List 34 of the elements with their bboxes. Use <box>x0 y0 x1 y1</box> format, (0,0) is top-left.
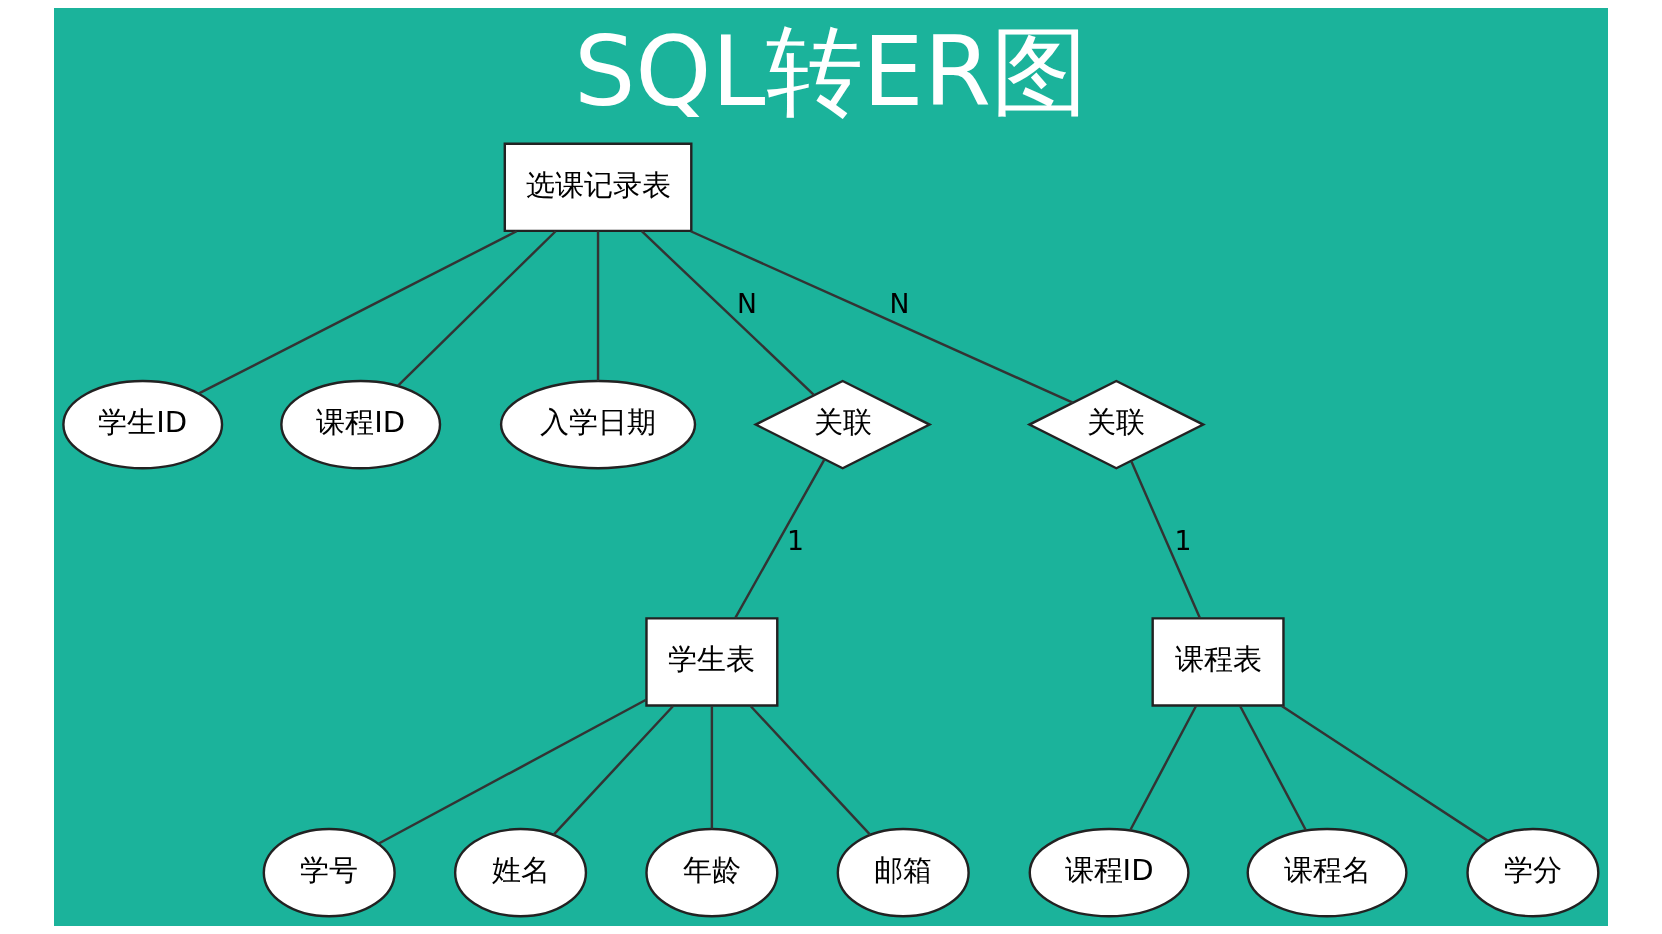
connector <box>640 230 815 396</box>
node-diamond: 关联 <box>1026 379 1206 470</box>
node-ellipse: 课程名 <box>1246 827 1408 918</box>
node-ellipse: 课程ID <box>280 379 442 470</box>
connector <box>690 230 1074 404</box>
node-box: 学生表 <box>645 617 779 707</box>
node-ellipse: 姓名 <box>453 827 588 918</box>
node-ellipse: 入学日期 <box>499 379 697 470</box>
connector <box>749 705 872 836</box>
node-box: 选课记录表 <box>503 142 693 233</box>
connector <box>1129 705 1198 831</box>
node-ellipse: 年龄 <box>645 827 779 918</box>
edge-label: 1 <box>1174 525 1192 557</box>
edge-label: N <box>737 287 757 319</box>
connector <box>734 458 826 619</box>
node-ellipse: 课程ID <box>1028 827 1190 918</box>
connector <box>397 230 557 387</box>
connector <box>377 698 647 845</box>
diagram-title: SQL转ER图 <box>573 14 1089 128</box>
node-ellipse: 学生ID <box>62 379 224 470</box>
node-box: 课程表 <box>1151 617 1285 707</box>
connector <box>198 230 518 395</box>
edge-label: 1 <box>786 525 804 557</box>
connector <box>596 231 600 381</box>
node-ellipse: 邮箱 <box>836 827 970 918</box>
node-ellipse: 学号 <box>262 827 396 918</box>
node-diamond: 关联 <box>753 379 933 470</box>
connector <box>1130 460 1201 619</box>
connector <box>552 705 675 836</box>
connector <box>1281 705 1489 842</box>
node-ellipse: 学分 <box>1466 827 1600 918</box>
connector <box>710 706 714 829</box>
connector <box>1239 705 1307 831</box>
edge-label: N <box>889 287 910 319</box>
